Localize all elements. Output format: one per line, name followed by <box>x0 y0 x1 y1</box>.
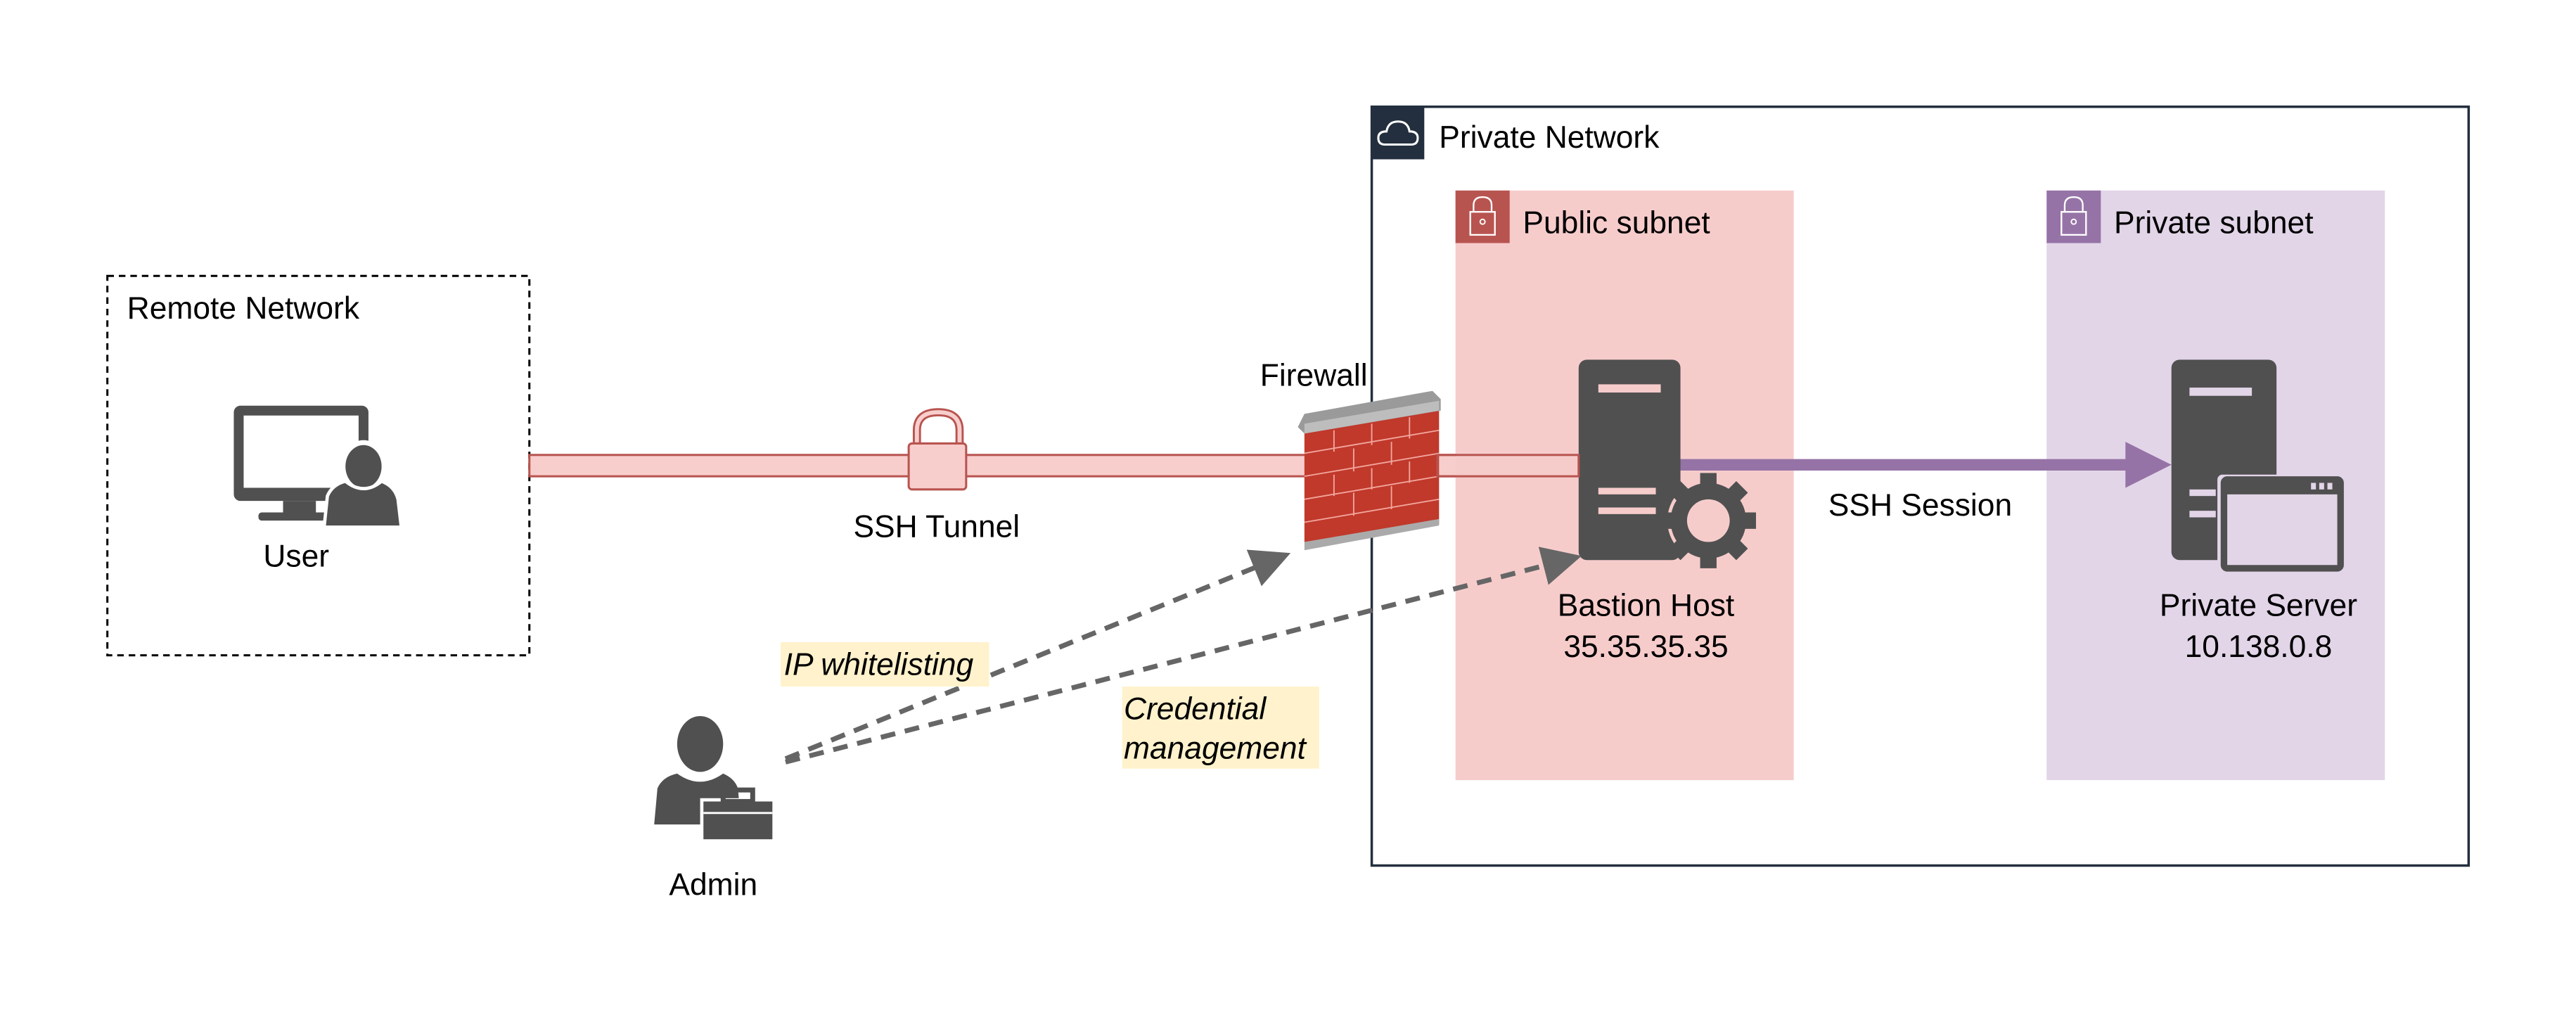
private-network-group[interactable]: Private Network <box>1370 106 2471 867</box>
server-window-icon[interactable] <box>2171 359 2347 575</box>
ssh-tunnel-end <box>1436 454 1580 478</box>
bastion-host-ip: 35.35.35.35 <box>1563 630 1728 664</box>
ip-whitelisting-arrow[interactable] <box>784 549 1291 761</box>
lock-icon <box>2061 196 2087 236</box>
private-network-label: Private Network <box>1439 120 1660 155</box>
private-server-ip: 10.138.0.8 <box>2185 630 2333 664</box>
user-label: User <box>263 540 329 574</box>
ssh-session-label: SSH Session <box>1828 488 2012 523</box>
ip-whitelisting-bg <box>781 641 989 687</box>
ssh-session-arrow[interactable] <box>1675 442 2172 488</box>
server-gear-icon[interactable] <box>1578 359 1756 568</box>
firewall-label: Firewall <box>1260 359 1368 393</box>
cloud-icon <box>1377 120 1419 146</box>
private-subnet-label: Private subnet <box>2114 206 2314 241</box>
credential-management-label-line1: Credential <box>1124 692 1267 727</box>
public-subnet-label: Public subnet <box>1523 206 1710 241</box>
user-desktop-icon[interactable] <box>233 405 404 529</box>
bastion-host-label: Bastion Host <box>1558 589 1735 623</box>
lock-icon <box>907 408 968 491</box>
remote-network-group[interactable]: Remote Network <box>106 274 531 657</box>
credential-management-bg <box>1122 687 1319 769</box>
credential-management-label-line2: management <box>1124 732 1307 766</box>
lock-icon <box>1469 196 1496 236</box>
brick-wall-icon[interactable] <box>1297 390 1441 551</box>
admin-briefcase-icon[interactable] <box>654 716 776 843</box>
admin-label: Admin <box>669 868 757 902</box>
private-server-label: Private Server <box>2160 589 2357 623</box>
ssh-tunnel-label: SSH Tunnel <box>853 510 1020 544</box>
credential-management-arrow[interactable] <box>785 547 1582 765</box>
ip-whitelisting-label: IP whitelisting <box>784 648 974 682</box>
remote-network-label: Remote Network <box>127 291 360 326</box>
